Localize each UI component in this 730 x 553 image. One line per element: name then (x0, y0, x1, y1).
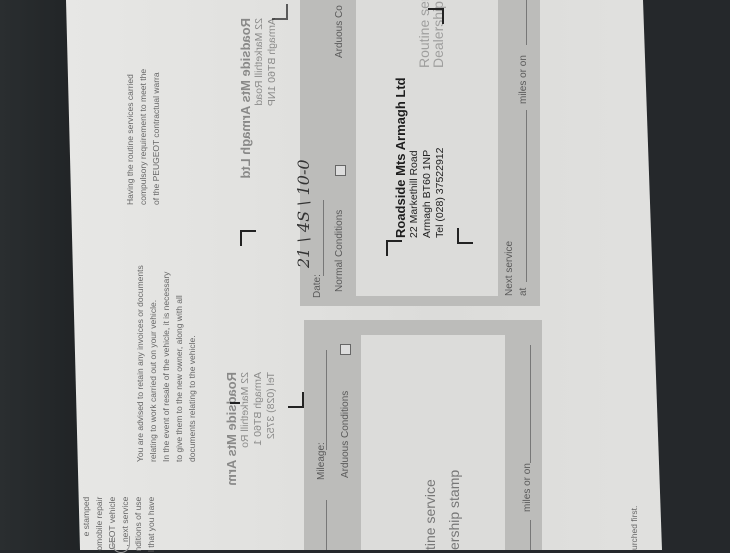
stamp-address: 22 Markethill Road (408, 150, 420, 238)
at-label: at (518, 287, 529, 296)
next-service-miles-line[interactable] (530, 520, 531, 550)
next-service-miles-line[interactable] (526, 110, 527, 282)
text-line: of the PEUGEOT contractual warra (151, 72, 161, 205)
stamp-town: Armagh BT60 1NP (421, 149, 433, 238)
arduous-conditions-label: Arduous Conditions (340, 390, 351, 478)
date-line (323, 200, 324, 276)
text-line: l that you have (146, 496, 156, 552)
text-line: relating to work carried out on your veh… (148, 299, 158, 462)
text-line: omobile repair (94, 496, 104, 551)
text-line: Having the routine services carried (125, 74, 135, 205)
text-line: In the event of resale of the vehicle, i… (161, 271, 171, 462)
normal-conditions-label: Normal Conditions (334, 209, 345, 292)
header-text: Having the routine services carried comp… (124, 69, 163, 205)
text-line: to give them to the new owner, along wit… (174, 295, 184, 462)
next-service-date-line[interactable] (530, 345, 531, 463)
stamp-town: Armagh BT60 1NP (266, 18, 278, 107)
stamp-box-lower (361, 335, 505, 550)
text-line: documents relating to the vehicle. (187, 335, 197, 462)
next-service-label: Next service (504, 240, 515, 296)
stamp-corner (457, 228, 473, 244)
next-service-date-line[interactable] (526, 0, 527, 45)
stamp-corner (240, 230, 256, 246)
miles-or-on-label: miles or on (522, 463, 533, 512)
stamp-corner (272, 4, 288, 20)
footer-text: urched first. (629, 505, 639, 550)
text-line: You are advised to retain any invoices o… (135, 265, 145, 462)
stamp-town: Armagh BT60 1 (252, 372, 264, 446)
stamp-tel: Tel (028) 3752 (265, 372, 277, 440)
stamp-address: 22 Markethill Ro (239, 372, 251, 448)
mirrored-stamp-upper: Roadside Mts Armagh Ltd 22 Markethill Ro… (238, 18, 279, 179)
arduous-conditions-label: Arduous Co (334, 5, 345, 58)
stamp-corner (230, 388, 240, 404)
routine-service-label: tine service (422, 479, 438, 550)
stamp-corner (288, 392, 304, 408)
date-line[interactable] (326, 500, 327, 550)
date-value[interactable]: 21 \ 4S \ 10-0 (294, 159, 313, 268)
stamp-corner (386, 240, 402, 256)
arduous-conditions-checkbox[interactable] (340, 344, 351, 355)
stamp-name: Roadside Mts Armagh Ltd (393, 77, 408, 238)
dealer-stamp: Roadside Mts Armagh Ltd 22 Markethill Ro… (393, 77, 447, 238)
mileage-line[interactable] (326, 350, 327, 450)
date-label: Date: (312, 274, 323, 298)
stamp-address: 22 Markethill Road (253, 18, 265, 106)
dealership-stamp-label: ership stamp (446, 469, 462, 550)
text-line: e stamped (81, 496, 91, 537)
advice-paragraph: You are advised to retain any invoices o… (134, 265, 199, 462)
text-line: compulsory requirement to meet the (138, 68, 148, 205)
stamp-box-upper (356, 0, 498, 296)
stamp-corner (428, 8, 444, 24)
normal-conditions-checkbox[interactable] (335, 165, 346, 176)
miles-or-on-label: miles or on (518, 55, 529, 104)
text-line: nditions of use (133, 496, 143, 552)
stamp-tel: Tel (028) 37522912 (434, 147, 446, 239)
stamp-name: Roadside Mts Armagh Ltd (238, 18, 253, 179)
